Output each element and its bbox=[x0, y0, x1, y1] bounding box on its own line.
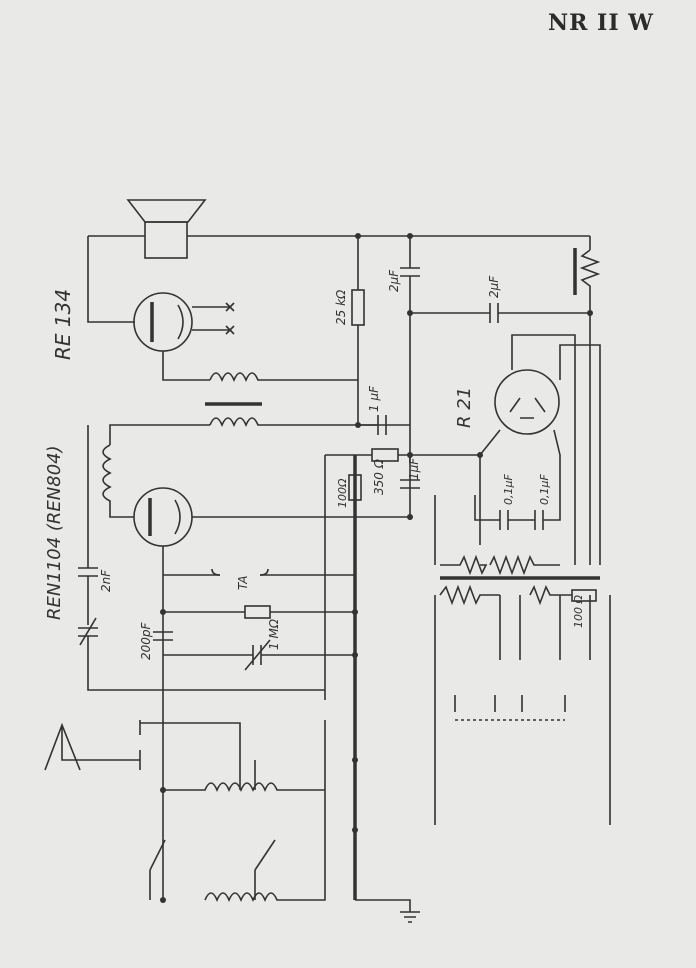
label-cap-01uf-b: 0,1µF bbox=[538, 474, 551, 505]
label-res-100: 100Ω bbox=[336, 478, 349, 508]
label-res-1m: 1 MΩ bbox=[267, 618, 281, 650]
output-tube bbox=[133, 292, 235, 381]
interstage-transformer bbox=[109, 372, 410, 445]
loudspeaker-symbol bbox=[126, 199, 207, 259]
detector-tube bbox=[102, 444, 410, 900]
label-res-350: 350 Ω bbox=[372, 458, 386, 495]
label-cap-200pf: 200pF bbox=[139, 621, 153, 660]
label-re134: RE 134 bbox=[51, 289, 75, 360]
label-cap-1uf-b: 1µF bbox=[407, 457, 421, 480]
label-cap-2uf-mid: 2µF bbox=[487, 275, 501, 298]
label-cap-2nf: 2nF bbox=[99, 569, 113, 592]
label-ta: TA bbox=[236, 576, 250, 590]
label-r21: R 21 bbox=[454, 387, 475, 428]
label-cap-1uf-a: 1 µF bbox=[367, 385, 381, 412]
label-cap-2uf-top: 2µF bbox=[387, 269, 401, 292]
label-cap-01uf-a: 0,1µF bbox=[502, 474, 515, 505]
label-ren1104: REN1104 (REN804) bbox=[44, 445, 65, 620]
page-title: NR II W bbox=[548, 10, 654, 36]
label-res-100-tr: 100 Ω bbox=[572, 595, 585, 628]
label-res-25k: 25 kΩ bbox=[334, 289, 348, 325]
rectifier-tube bbox=[479, 334, 601, 565]
